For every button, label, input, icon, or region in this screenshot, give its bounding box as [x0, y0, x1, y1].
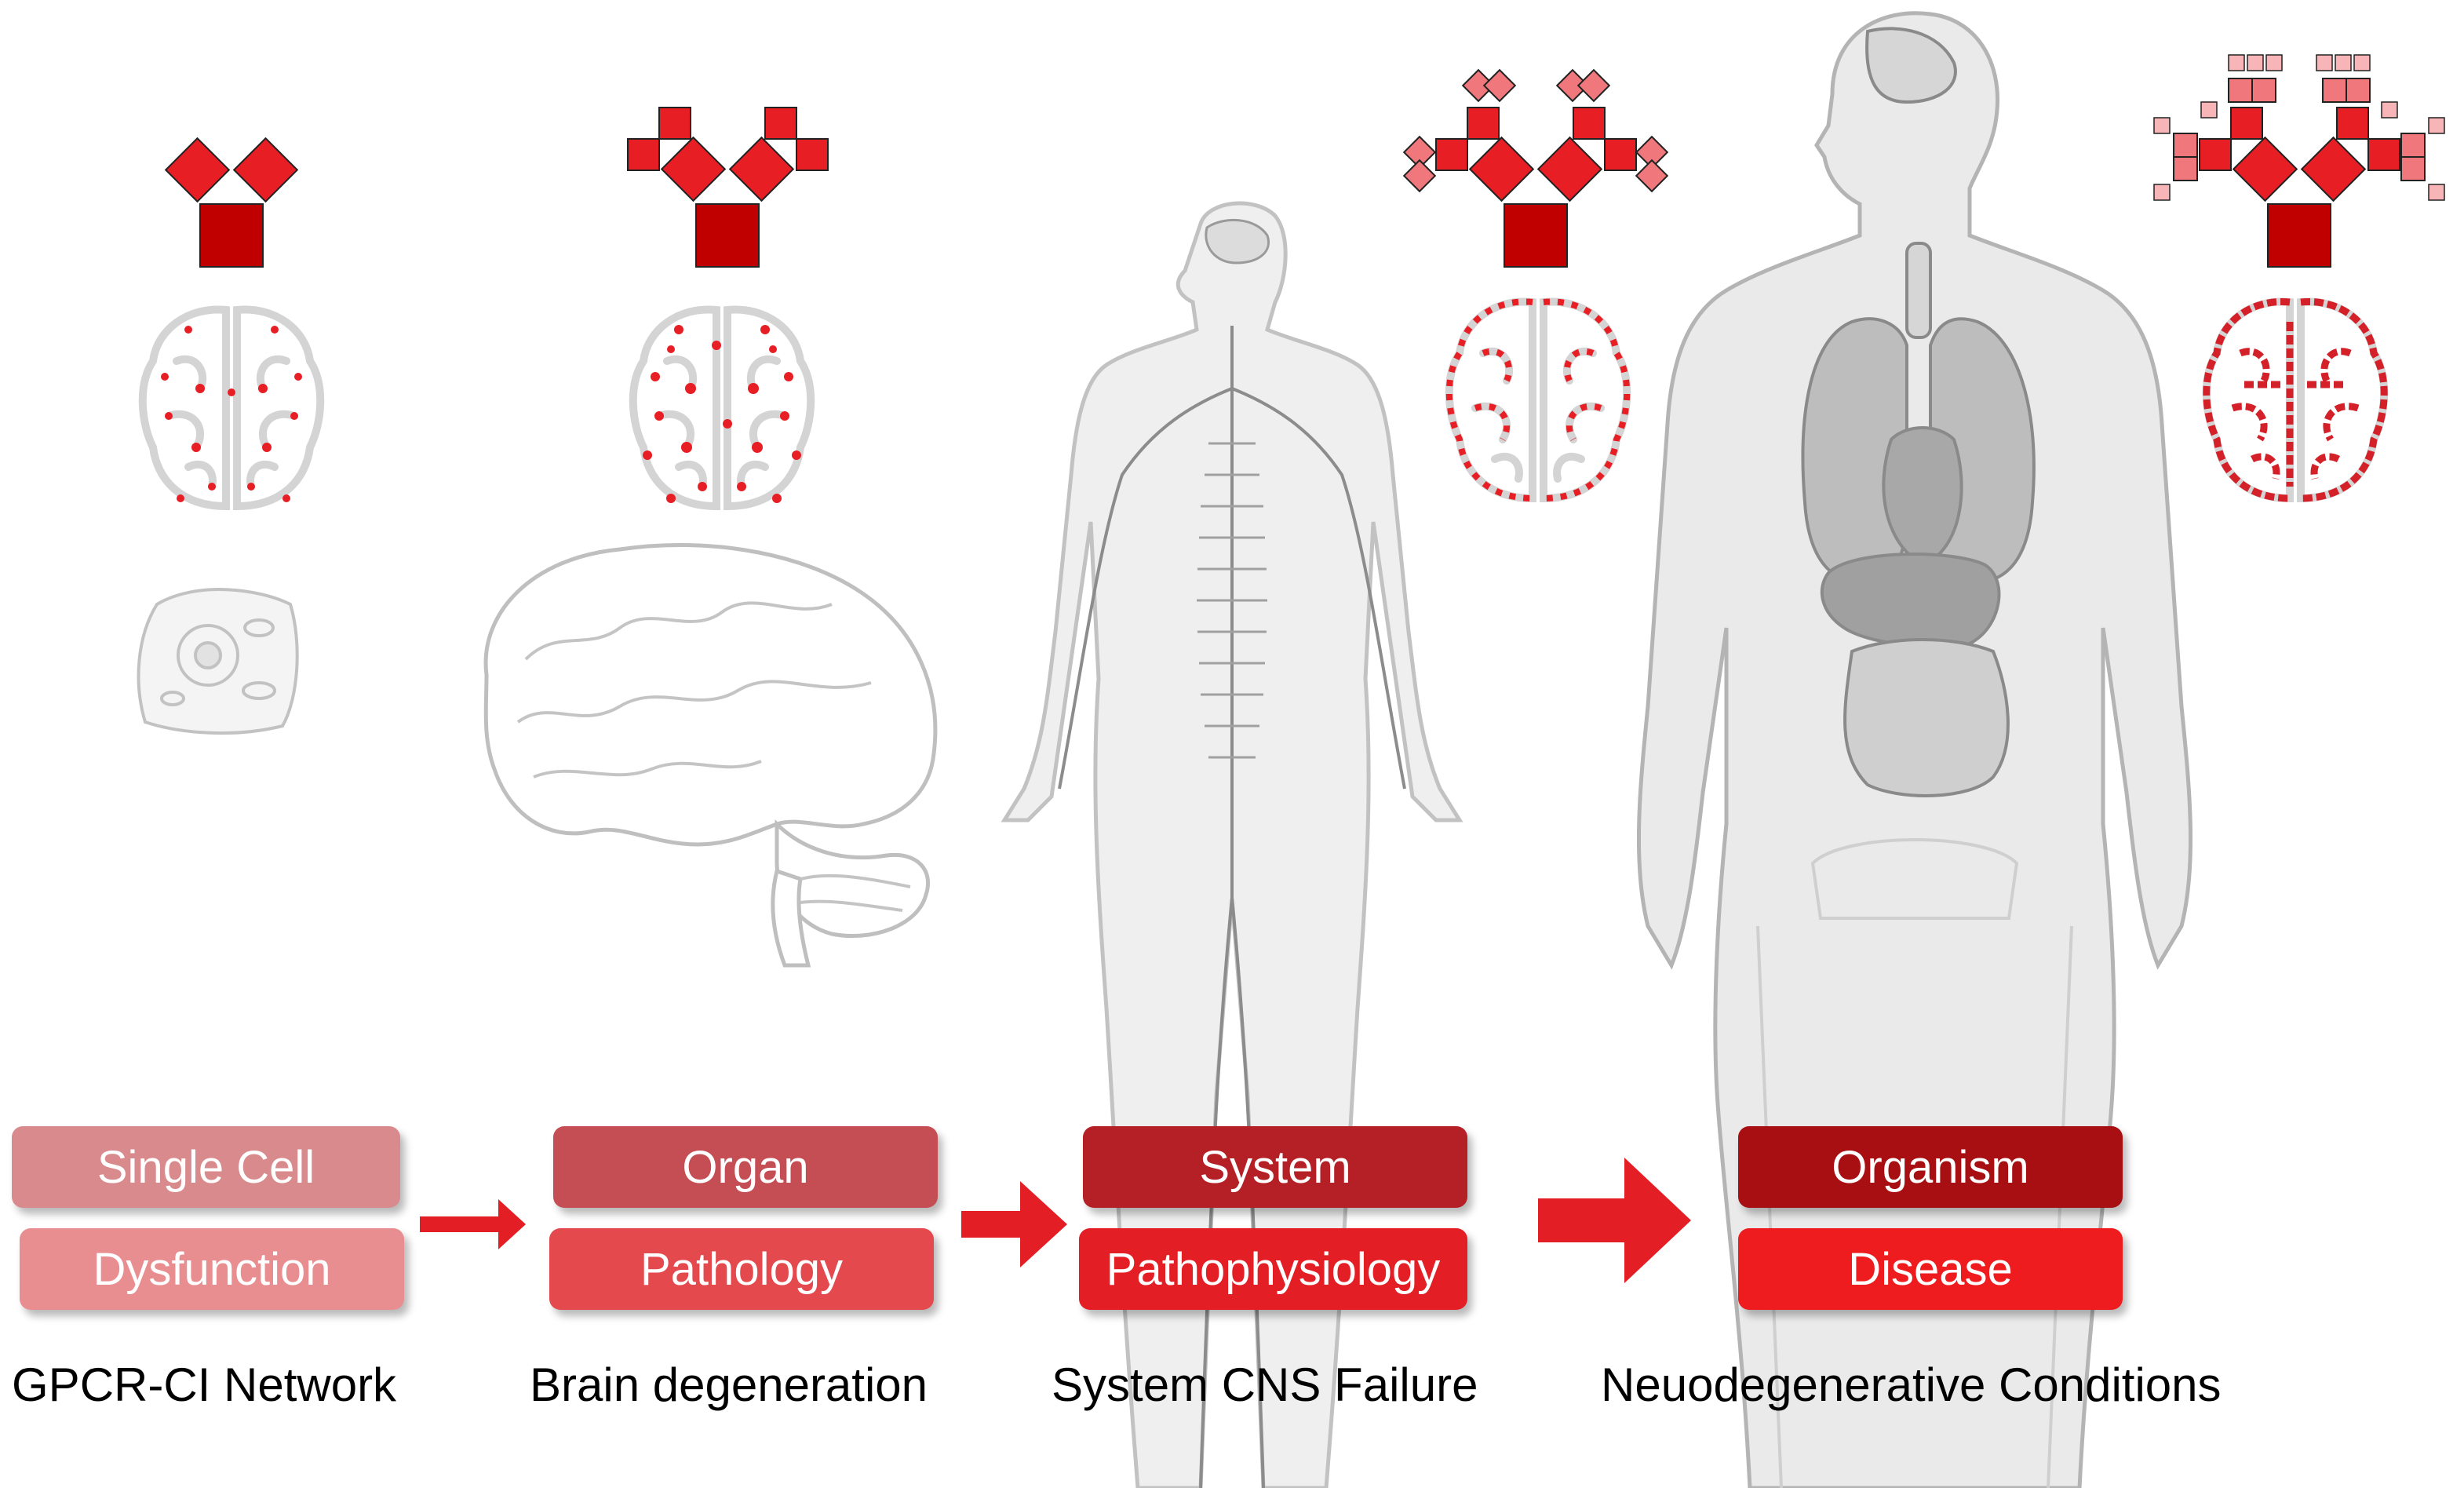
brain-network-icon — [138, 305, 325, 511]
brain-network-icon — [629, 305, 815, 511]
stage-4-bottom-box: Disease — [1738, 1228, 2123, 1310]
stage-1-bottom-box: Dysfunction — [20, 1228, 404, 1310]
stage-3-top-box: System — [1083, 1126, 1467, 1208]
brain-network-icon — [1445, 297, 1631, 503]
brain-network-icon — [2202, 297, 2389, 503]
stage-3-caption: System CNS Failure — [1052, 1359, 1478, 1411]
stage-2-caption: Brain degeneration — [530, 1359, 928, 1411]
pythagoras-tree-icon — [164, 137, 299, 268]
pythagoras-tree-icon — [2153, 54, 2445, 268]
arrow-icon — [420, 1199, 526, 1249]
stage-4-caption: Neuodegenerative Conditions — [1601, 1359, 2222, 1411]
cell-icon — [137, 588, 299, 735]
stage-3-bottom-box: Pathophysiology — [1079, 1228, 1467, 1310]
stage-1-caption: GPCR-CI Network — [12, 1359, 397, 1411]
human-body-icon — [1636, 11, 2193, 1488]
arrow-icon — [1538, 1158, 1691, 1283]
pythagoras-tree-icon — [1402, 68, 1669, 268]
stage-4-top-box: Organism — [1738, 1126, 2123, 1208]
arrow-icon — [961, 1181, 1067, 1267]
stage-2-top-box: Organ — [553, 1126, 938, 1208]
stage-2-bottom-box: Pathology — [549, 1228, 934, 1310]
pythagoras-tree-icon — [627, 107, 829, 268]
brain-icon — [483, 542, 938, 968]
stage-1-top-box: Single Cell — [12, 1126, 400, 1208]
